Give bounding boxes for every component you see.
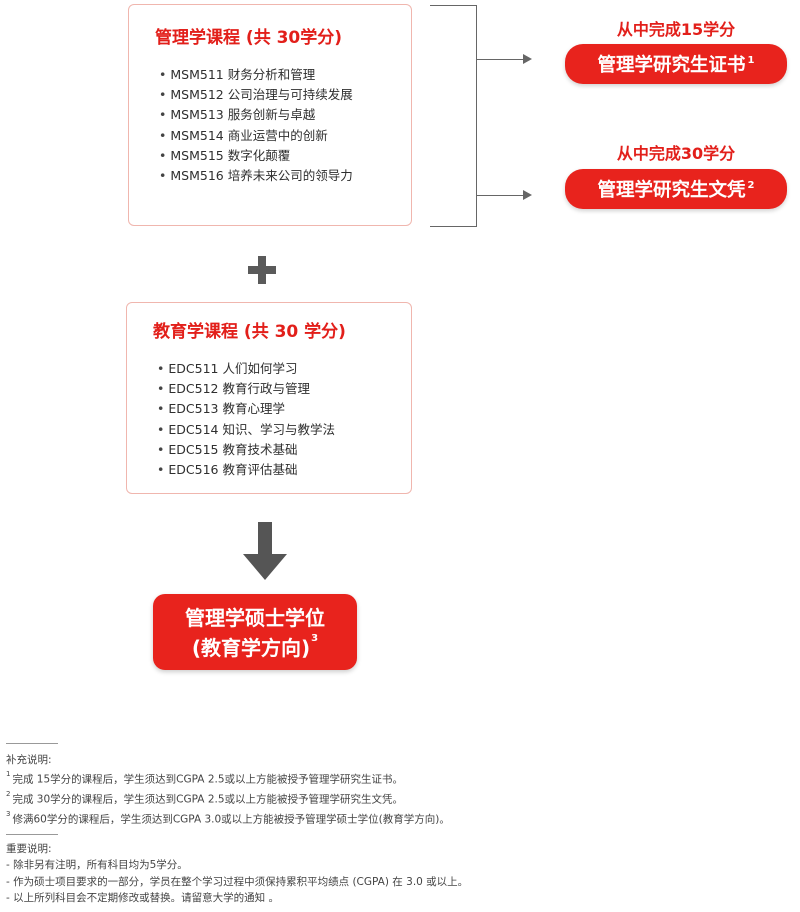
course-item: MSM511 财务分析和管理 — [159, 65, 353, 85]
certificate-award-text: 管理学研究生证书 — [597, 55, 746, 76]
down-arrow-icon — [243, 522, 287, 580]
important-note: - 作为硕士项目要求的一部分，学员在整个学习过程中须保持累积平均绩点 (CGPA… — [6, 875, 469, 888]
course-item: EDC512 教育行政与管理 — [157, 379, 335, 399]
management-course-list: MSM511 财务分析和管理 MSM512 公司治理与可持续发展 MSM513 … — [159, 65, 353, 186]
degree-title: 管理学硕士学位 — [185, 606, 325, 630]
course-item: EDC513 教育心理学 — [157, 399, 335, 419]
divider — [6, 834, 58, 835]
course-item: EDC514 知识、学习与教学法 — [157, 420, 335, 440]
degree-subtitle-row: (教育学方向)3 — [153, 632, 357, 661]
management-courses-box: 管理学课程 (共 30学分) MSM511 财务分析和管理 MSM512 公司治… — [128, 4, 412, 226]
degree-subtitle: (教育学方向) — [191, 636, 311, 660]
course-item: MSM516 培养未来公司的领导力 — [159, 166, 352, 186]
footnote-mark: 2 — [747, 179, 755, 191]
footnote-mark: 3 — [311, 633, 319, 645]
course-item: EDC516 教育评估基础 — [157, 460, 335, 480]
course-item: MSM513 服务创新与卓越 — [159, 105, 353, 125]
footnote-text: 完成 15学分的课程后，学生须达到CGPA 2.5或以上方能被授予管理学研究生证… — [12, 773, 404, 786]
education-course-list: EDC511 人们如何学习 EDC512 教育行政与管理 EDC513 教育心理… — [157, 359, 335, 480]
important-notes: 重要说明: - 除非另有注明，所有科目均为5学分。 - 作为硕士项目要求的一部分… — [6, 841, 468, 907]
education-courses-box: 教育学课程 (共 30 学分) EDC511 人们如何学习 EDC512 教育行… — [126, 302, 412, 494]
footnote-text: 修满60学分的课程后，学生须达到CGPA 3.0或以上方能被授予管理学硕士学位(… — [12, 813, 450, 826]
important-note: - 除非另有注明，所有科目均为5学分。 — [6, 859, 188, 872]
course-item: MSM515 数字化颠覆 — [159, 146, 353, 166]
supplementary-heading: 补充说明: — [6, 754, 52, 766]
education-courses-title: 教育学课程 (共 30 学分) — [153, 322, 346, 342]
management-courses-title: 管理学课程 (共 30学分) — [155, 28, 343, 48]
course-item: MSM514 商业运营中的创新 — [159, 126, 353, 146]
footnote-mark: 3 — [6, 810, 11, 819]
important-heading: 重要说明: — [6, 843, 52, 855]
outcome-bracket — [430, 5, 477, 227]
arrow-to-certificate — [476, 59, 524, 60]
diploma-award-text: 管理学研究生文凭 — [597, 180, 746, 201]
arrow-head-icon — [523, 54, 532, 64]
arrow-head-icon — [523, 190, 532, 200]
footnote-mark: 1 — [6, 770, 11, 779]
footnote-mark: 2 — [6, 790, 11, 799]
divider — [6, 743, 58, 744]
footnote-text: 完成 30学分的课程后，学生须达到CGPA 2.5或以上方能被授予管理学研究生文… — [12, 793, 404, 806]
footnote-mark: 1 — [747, 54, 755, 66]
arrow-to-diploma — [476, 195, 524, 196]
course-item: EDC511 人们如何学习 — [157, 359, 335, 379]
masters-degree-box: 管理学硕士学位 (教育学方向)3 — [153, 594, 357, 670]
certificate-requirement-label: 从中完成15学分 — [616, 20, 736, 39]
course-item: EDC515 教育技术基础 — [157, 440, 335, 460]
important-note: - 以上所列科目会不定期修改或替换。请留意大学的通知 。 — [6, 892, 279, 905]
plus-icon — [248, 256, 276, 284]
course-item: MSM512 公司治理与可持续发展 — [159, 85, 352, 105]
diploma-requirement-label: 从中完成30学分 — [616, 144, 736, 163]
